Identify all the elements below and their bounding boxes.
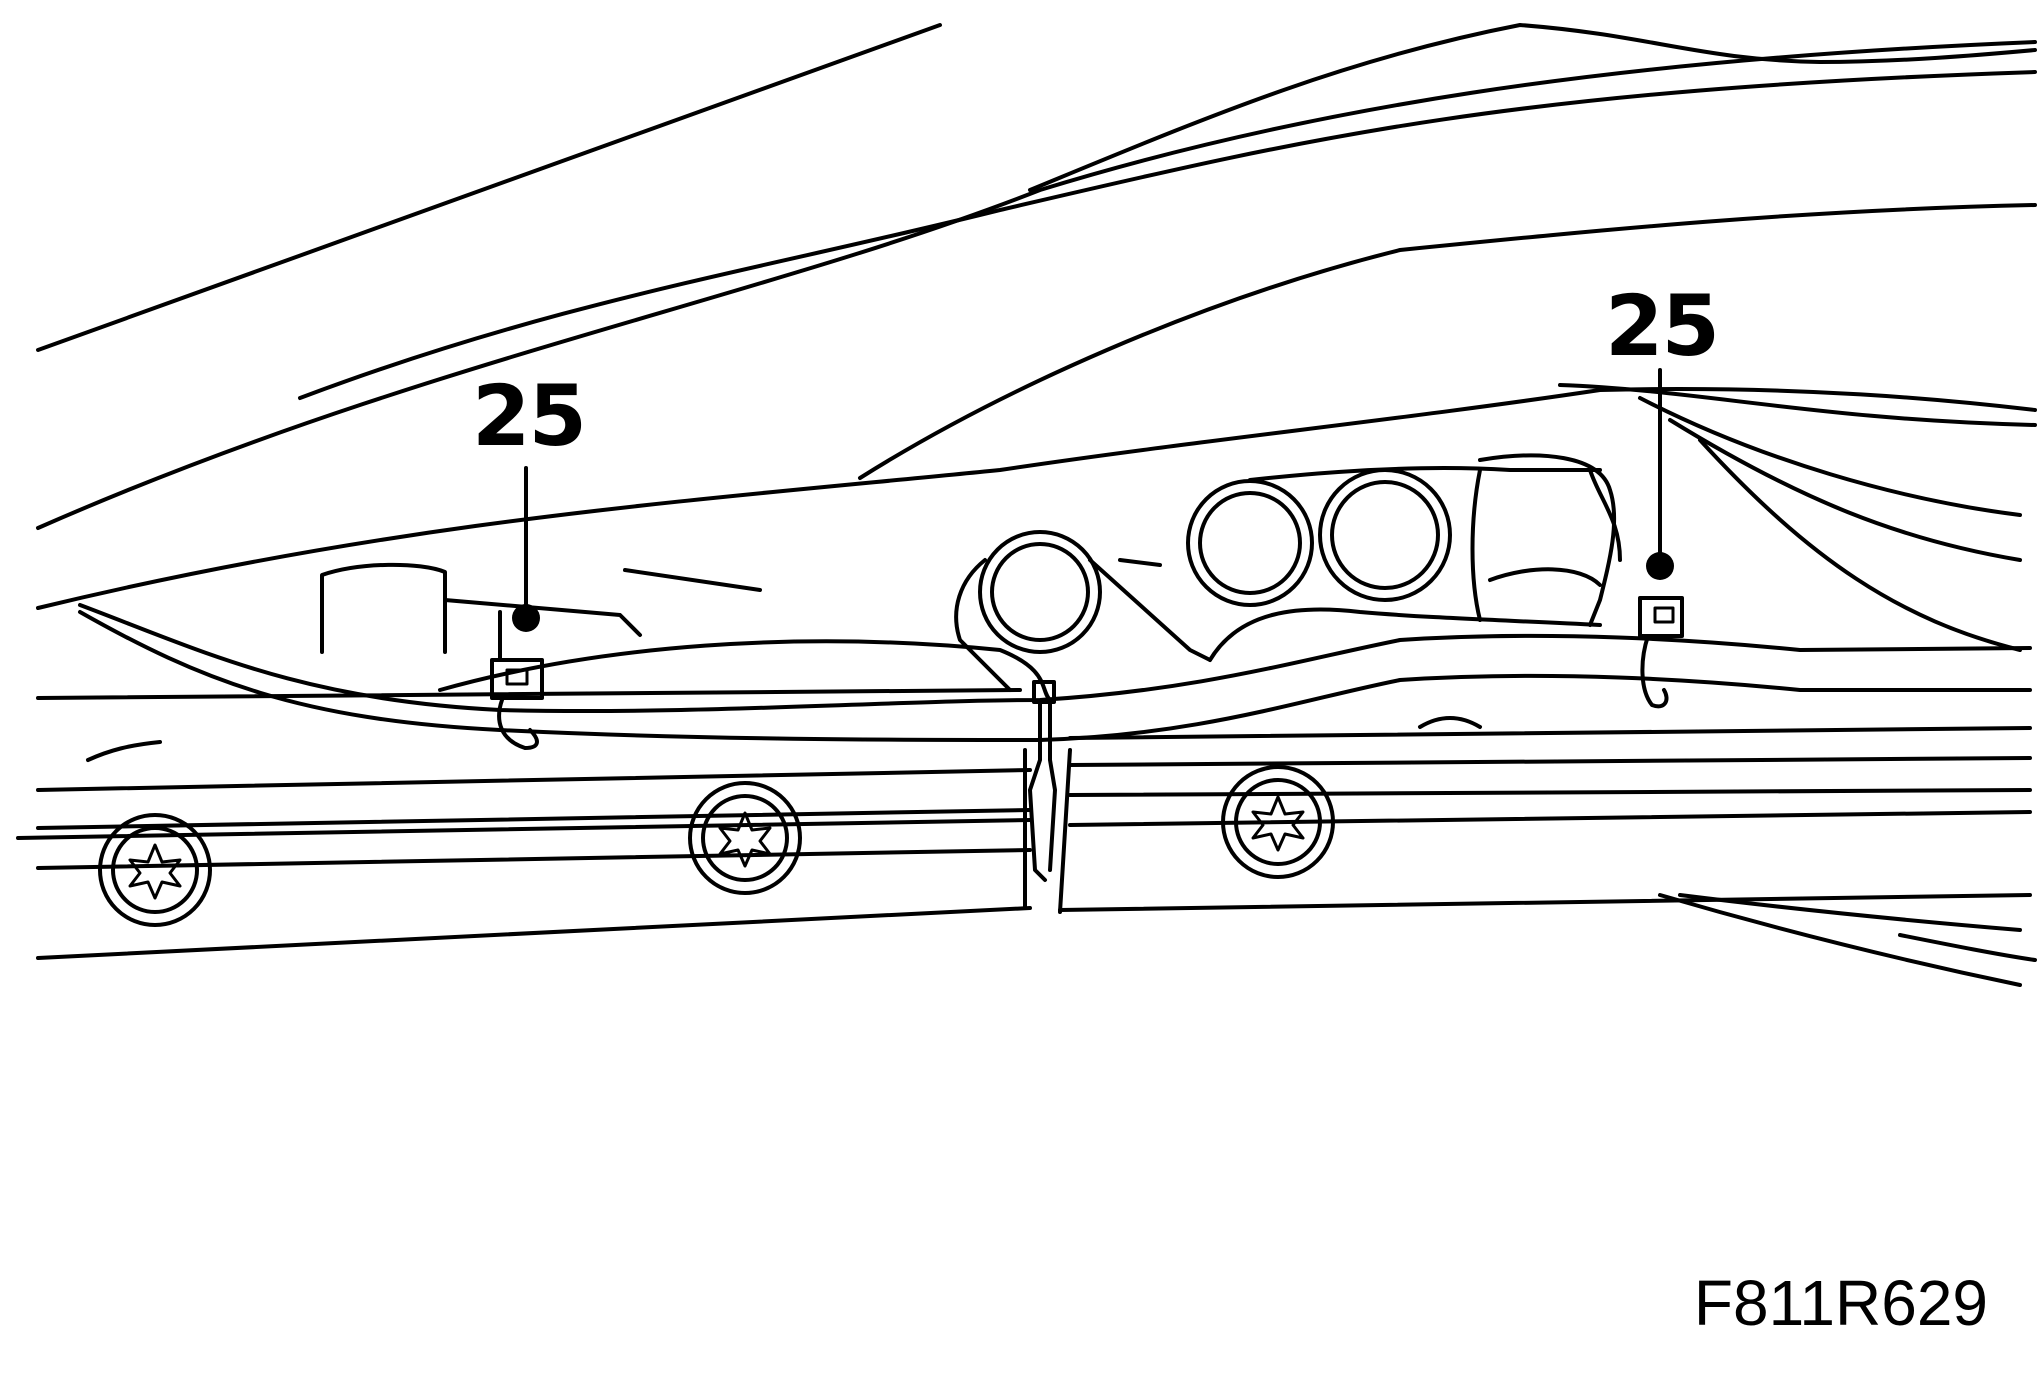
callout-label-right: 25 bbox=[1605, 277, 1720, 375]
wiring-harness bbox=[78, 603, 2032, 742]
lower-rail bbox=[16, 688, 2037, 987]
figure-code: F811R629 bbox=[1693, 1267, 1988, 1339]
cable-tie-left bbox=[490, 610, 544, 750]
screw-2 bbox=[688, 781, 802, 895]
callout-label-left: 25 bbox=[472, 367, 587, 465]
screw-3 bbox=[1221, 765, 1335, 879]
rear-components bbox=[320, 453, 1622, 692]
upper-panel-contours bbox=[36, 23, 2037, 652]
center-clip bbox=[1028, 680, 1057, 882]
screw-1 bbox=[98, 813, 212, 927]
callout-leader-right bbox=[1646, 368, 1674, 580]
cable-tie-right bbox=[1638, 596, 1684, 709]
callout-leader-left bbox=[512, 466, 540, 632]
